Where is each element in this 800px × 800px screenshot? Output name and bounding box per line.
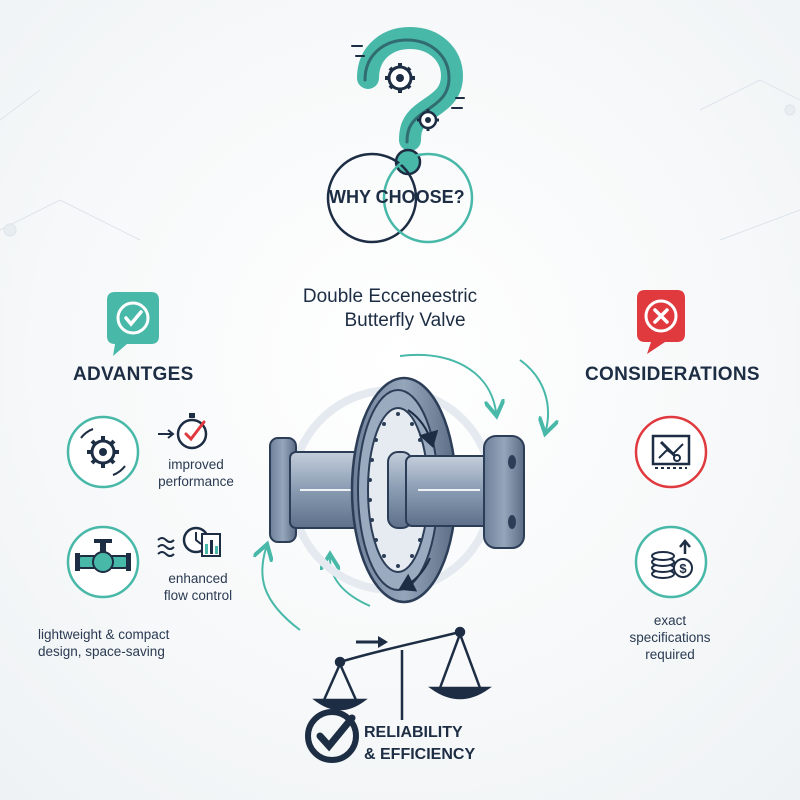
product-title-line1: Double Ecceneestric [302, 286, 478, 307]
gear-cycle-icon [66, 415, 140, 489]
background-network [0, 79, 800, 241]
balance-scale-icon [312, 626, 492, 720]
x-badge-icon [637, 290, 685, 354]
valve-flow-icon [66, 525, 140, 599]
wave-lines-icon [157, 537, 175, 557]
gear-icon [385, 63, 415, 93]
consideration-item-line: required [645, 647, 695, 662]
consideration-item-line: exact [653, 613, 687, 628]
gear-icon [417, 109, 439, 131]
product-title: Double Ecceneestric Butterfly Valve [290, 285, 490, 333]
advantage-item-line: design, space-saving [38, 644, 165, 659]
why-circle-right [382, 152, 474, 244]
coins-dollar-icon: $ [634, 525, 708, 599]
consideration-item-specifications: exact specifications required [620, 612, 720, 663]
advantage-item-line: performance [158, 474, 234, 489]
why-circle-left [326, 152, 418, 244]
svg-text:$: $ [679, 561, 687, 576]
advantage-item-lightweight: lightweight & compact design, space-savi… [38, 626, 198, 660]
considerations-heading: CONSIDERATIONS [585, 364, 760, 385]
product-title-line2: Butterfly Valve [344, 310, 466, 331]
efficiency-line: & EFFICIENCY [364, 746, 476, 763]
stopwatch-check-icon [176, 413, 208, 450]
advantage-item-line: flow control [163, 588, 233, 603]
why-choose-label: WHY CHOOSE? [329, 187, 465, 207]
advantage-item-line: enhanced [168, 571, 228, 586]
arrow-right-icon [356, 636, 388, 648]
checkmark-badge-icon [107, 292, 159, 356]
arrow-right-icon [158, 429, 175, 439]
clock-chart-icon [182, 526, 221, 557]
reliability-efficiency-label: RELIABILITY & EFFICIENCY [364, 722, 475, 766]
consideration-item-line: specifications [629, 630, 711, 645]
sparkle-lines [351, 45, 465, 109]
advantage-item-line: lightweight & compact [38, 627, 170, 642]
advantage-item-flow-control: enhanced flow control [148, 570, 248, 604]
advantages-heading: ADVANTGES [73, 364, 194, 385]
tools-chart-icon [634, 415, 708, 489]
butterfly-valve-illustration [269, 376, 525, 604]
advantage-item-performance: improved performance [148, 456, 244, 490]
reliability-line: RELIABILITY [364, 724, 463, 741]
check-circle-icon [305, 709, 359, 763]
advantage-item-line: improved [168, 457, 224, 472]
